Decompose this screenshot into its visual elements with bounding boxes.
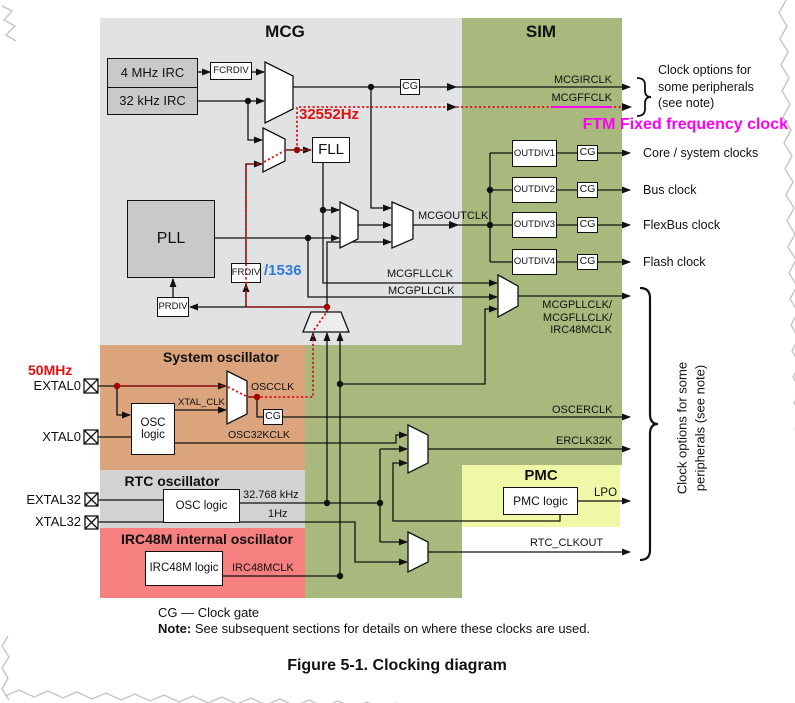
clock-gate-mcgirclk: CG — [400, 79, 420, 95]
mcgirclk-label: MCGIRCLK — [553, 74, 612, 86]
outdiv3-block: OUTDIV3 — [512, 212, 557, 238]
side-output-brace — [639, 286, 659, 562]
rtc-32khz-label: 32.768 kHz — [243, 489, 299, 501]
irc-select-mux — [264, 60, 294, 125]
extal32-pad — [84, 492, 99, 507]
outdiv4-block: OUTDIV4 — [512, 249, 557, 275]
irc-32khz-block: 32 kHz IRC — [107, 87, 198, 115]
cg-legend: CG — Clock gate — [158, 605, 260, 620]
xtal32-pin-label: XTAL32 — [34, 514, 81, 529]
frdiv-block: FRDIV — [231, 263, 261, 283]
irc48m-title: IRC48M internal oscillator — [121, 531, 293, 547]
extal32-pin-label: EXTAL32 — [26, 492, 81, 507]
note-text: See subsequent sections for details on w… — [191, 621, 591, 636]
clock-gate-oscerclk: CG — [263, 409, 283, 425]
bus-clock-label: Bus clock — [643, 183, 697, 197]
clock-gate-core: CG — [577, 145, 598, 161]
mcgffclk-label: MCGFFCLK — [551, 92, 612, 109]
xtal-clk-label: XTAL_CLK — [178, 397, 225, 408]
sim-region-lower — [305, 345, 462, 598]
clks-mux — [391, 201, 414, 249]
fll-block: FLL — [312, 137, 350, 163]
xtal32-pad — [84, 515, 99, 530]
osc-mux — [226, 369, 248, 426]
outdiv2-block: OUTDIV2 — [512, 177, 557, 203]
irc-4mhz-block: 4 MHz IRC — [107, 58, 198, 88]
clock-gate-flash: CG — [577, 254, 598, 270]
oscclk-label: OSCCLK — [251, 381, 295, 393]
prdiv-block: PRDIV — [157, 297, 189, 317]
flash-clock-label: Flash clock — [643, 255, 706, 269]
lpo-label: LPO — [594, 487, 618, 499]
irc48mclk-label: IRC48MCLK — [232, 562, 294, 574]
clock-gate-flexbus: CG — [577, 217, 598, 233]
frdiv-ratio-annotation: /1536 — [264, 262, 302, 279]
clock-options-side-label: Clock options for some peripherals (see … — [674, 361, 707, 495]
osc32kclk-label: OSC32KCLK — [228, 429, 290, 441]
diagram-note: Note: See subsequent sections for detail… — [158, 621, 590, 637]
clock-gate-bus: CG — [577, 182, 598, 198]
erclk32k-label: ERCLK32K — [556, 435, 613, 447]
fcrdiv-block: FCRDIV — [210, 62, 252, 80]
pll-fll-irc48-mux — [497, 273, 519, 319]
extal-frequency-annotation: 50MHz — [28, 362, 73, 378]
rtc-clkout-mux — [407, 530, 429, 574]
clock-options-top-label: Clock options for some peripherals (see … — [658, 63, 754, 110]
flexbus-clock-label: FlexBus clock — [643, 218, 721, 232]
erclk32k-mux — [407, 423, 429, 475]
ftm-fixed-frequency-annotation: FTM Fixed frequency clock — [582, 116, 788, 133]
fll-source-mux — [262, 126, 286, 174]
outdiv1-block: OUTDIV1 — [512, 140, 557, 167]
sim-region — [462, 18, 622, 465]
mcgpllclk-label: MCGPLLCLK — [388, 285, 455, 297]
mcg-title: MCG — [265, 22, 305, 41]
figure-caption: Figure 5-1. Clocking diagram — [287, 657, 507, 674]
core-system-clocks-label: Core / system clocks — [643, 146, 759, 160]
mcgoutclk-label: MCGOUTCLK — [418, 210, 489, 222]
rtc-oscillator-title: RTC oscillator — [124, 473, 220, 489]
top-output-brace — [636, 77, 652, 117]
extal0-pad — [83, 378, 99, 394]
ext-ref-mux — [302, 311, 350, 333]
xtal0-pad — [83, 429, 99, 445]
system-oscillator-title: System oscillator — [163, 349, 279, 365]
pmc-title: PMC — [524, 467, 558, 484]
plls-mux — [339, 200, 359, 250]
xtal0-pin-label: XTAL0 — [42, 429, 81, 444]
rtc-1hz-label: 1Hz — [268, 508, 288, 520]
extal0-pin-label: EXTAL0 — [33, 378, 81, 393]
irc48m-logic-block: IRC48M logic — [145, 551, 223, 586]
oscerclk-label: OSCERCLK — [552, 404, 613, 416]
sim-title: SIM — [525, 22, 557, 41]
pll-block: PLL — [127, 200, 215, 278]
pmc-logic-block: PMC logic — [503, 487, 578, 515]
fll-frequency-annotation: 32552Hz — [299, 106, 360, 123]
note-label: Note: — [158, 621, 192, 636]
rtc-osc-logic-block: OSC logic — [163, 489, 240, 523]
mcgfllclk-label: MCGFLLCLK — [387, 268, 454, 280]
pll-fll-irc48-label: MCGPLLCLK/ MCGFLLCLK/ IRC48MCLK — [542, 299, 612, 337]
rtc-clkout-label: RTC_CLKOUT — [530, 537, 604, 549]
